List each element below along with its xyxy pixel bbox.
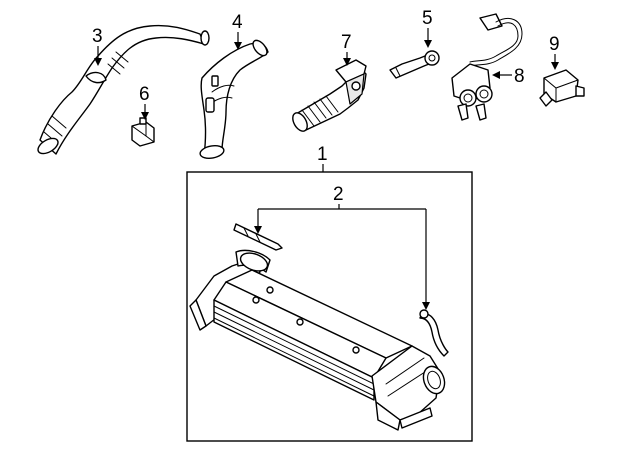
callout-4-label: 4 [232,12,243,33]
callout-6-label: 6 [139,84,150,105]
part-8-harness[interactable] [451,13,523,121]
callout-6: 6 [139,84,150,120]
callout-1-label: 1 [317,144,328,165]
part-5-bracket[interactable] [389,50,440,79]
part-7-pipe[interactable] [290,59,367,134]
part-9-sensor[interactable] [539,69,585,107]
callout-9: 9 [549,34,560,70]
callout-2: 2 [254,184,430,310]
assembly-box [186,171,473,442]
callout-4: 4 [232,12,243,50]
intercooler[interactable] [189,249,448,431]
callout-1: 1 [317,144,328,172]
part-6-clip[interactable] [131,117,155,147]
callout-7: 7 [341,32,352,66]
part-2-clip-left[interactable] [233,223,283,251]
callout-8: 8 [492,66,525,87]
callout-2-label: 2 [333,184,344,205]
part-3-hose[interactable] [35,24,210,157]
part-2-hose-right[interactable] [419,309,449,357]
callout-7-label: 7 [341,32,352,53]
callout-3-label: 3 [92,26,103,47]
callout-8-label: 8 [514,66,525,87]
callout-5-label: 5 [422,8,433,29]
callout-5: 5 [422,8,433,48]
callout-9-label: 9 [549,34,560,55]
part-4-hose[interactable] [199,38,269,160]
callout-3: 3 [92,26,103,66]
